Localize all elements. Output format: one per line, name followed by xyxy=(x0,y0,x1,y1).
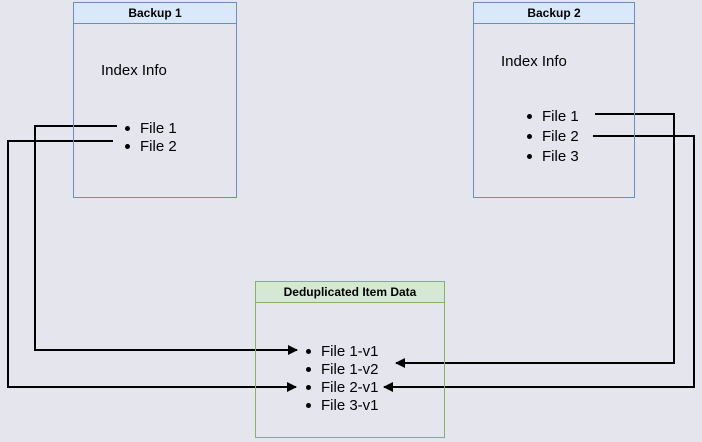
file-label: File 2-v1 xyxy=(321,378,379,396)
file-label: File 1-v2 xyxy=(321,360,379,378)
list-item: File 1-v2 xyxy=(306,360,379,378)
dedup-title: Deduplicated Item Data xyxy=(256,282,444,303)
file-label: File 2 xyxy=(542,127,579,145)
backup2-title: Backup 2 xyxy=(474,3,634,24)
backup1-box: Backup 1 Index Info File 1 File 2 xyxy=(73,2,237,198)
dedup-box: Deduplicated Item Data File 1-v1 File 1-… xyxy=(255,281,445,438)
list-item: File 1 xyxy=(527,106,579,126)
bullet-icon xyxy=(306,402,311,408)
list-item: File 1-v1 xyxy=(306,342,379,360)
list-item: File 2 xyxy=(527,126,579,146)
backup2-box: Backup 2 Index Info File 1 File 2 File 3 xyxy=(473,2,635,198)
list-item: File 2-v1 xyxy=(306,378,379,396)
file-label: File 1 xyxy=(140,119,177,137)
backup2-subtitle: Index Info xyxy=(501,53,567,70)
backup1-title: Backup 1 xyxy=(74,3,236,24)
bullet-icon xyxy=(306,348,311,354)
bullet-icon xyxy=(306,366,311,372)
file-label: File 1 xyxy=(542,107,579,125)
backup2-file-list: File 1 File 2 File 3 xyxy=(527,106,579,166)
bullet-icon xyxy=(527,113,532,119)
file-label: File 3 xyxy=(542,147,579,165)
file-label: File 3-v1 xyxy=(321,396,379,414)
list-item: File 1 xyxy=(125,119,177,137)
list-item: File 3 xyxy=(527,146,579,166)
file-label: File 2 xyxy=(140,137,177,155)
bullet-icon xyxy=(125,125,130,131)
backup1-file-list: File 1 File 2 xyxy=(125,119,177,155)
list-item: File 3-v1 xyxy=(306,396,379,414)
dedup-file-list: File 1-v1 File 1-v2 File 2-v1 File 3-v1 xyxy=(306,342,379,414)
bullet-icon xyxy=(306,384,311,390)
file-label: File 1-v1 xyxy=(321,342,379,360)
bullet-icon xyxy=(527,153,532,159)
backup1-subtitle: Index Info xyxy=(101,62,167,79)
bullet-icon xyxy=(125,143,130,149)
bullet-icon xyxy=(527,133,532,139)
list-item: File 2 xyxy=(125,137,177,155)
